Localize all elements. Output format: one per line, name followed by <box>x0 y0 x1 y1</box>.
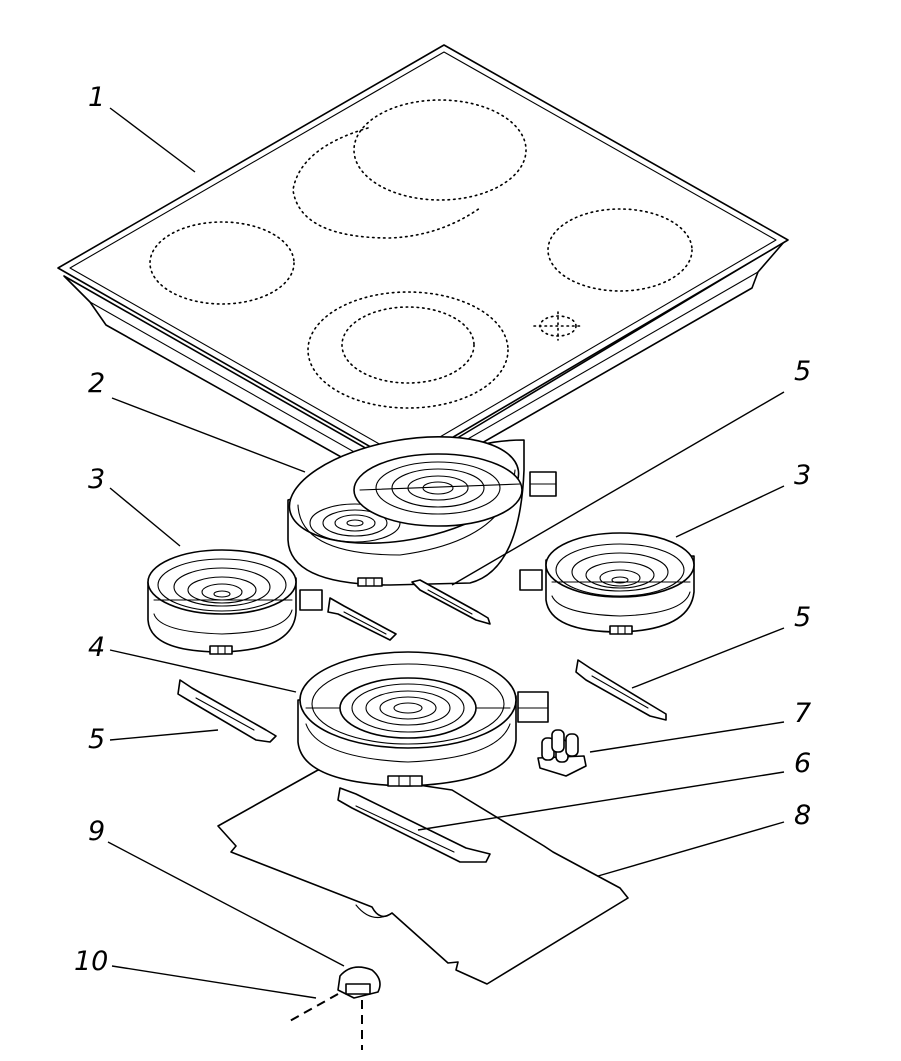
callout-7: 7 <box>794 698 811 729</box>
mounting-bracket-part-5-middle <box>327 597 397 641</box>
connector-tab <box>209 645 233 655</box>
oval-element-coil-right <box>359 461 521 515</box>
mounting-bracket-part-5-right <box>575 659 667 721</box>
terminal-block <box>299 589 323 611</box>
cooking-zone-front-outer <box>307 291 509 409</box>
callout-2: 2 <box>88 368 105 399</box>
callout-1: 1 <box>88 82 105 113</box>
heating-element-large-part-4 <box>297 651 549 787</box>
terminal-connector-part-7 <box>537 729 587 777</box>
terminal-block <box>519 569 543 591</box>
terminal-block <box>517 691 549 723</box>
callout-5-right: 5 <box>794 602 811 633</box>
callout-5-top: 5 <box>794 356 811 387</box>
callout-8: 8 <box>794 800 811 831</box>
mounting-bracket-part-6 <box>337 787 491 863</box>
cooking-zone-rear-oval <box>292 127 481 239</box>
callout-3-left: 3 <box>88 464 105 495</box>
cooking-zone-right <box>547 208 693 292</box>
control-symbol <box>533 311 583 341</box>
callout-10: 10 <box>74 946 108 977</box>
mounting-bracket-part-5-left <box>177 679 277 743</box>
sensor-part-10 <box>287 966 381 1050</box>
connector-tab <box>609 625 633 635</box>
hob-glass-top-part-1 <box>57 44 789 491</box>
callout-labels: 1 2 3 3 4 5 5 5 6 7 8 9 10 <box>74 82 811 977</box>
mounting-bracket-part-5-upper <box>411 579 491 625</box>
callout-5-left: 5 <box>88 724 105 755</box>
heating-element-right-part-3 <box>519 532 695 635</box>
connector-tab <box>357 577 383 587</box>
cooking-zone-front-inner <box>341 306 475 384</box>
heating-element-oval-part-2 <box>287 435 557 587</box>
heating-element-left-part-3 <box>147 549 323 655</box>
callout-4: 4 <box>88 632 105 663</box>
connector-tab <box>387 775 423 787</box>
base-sheet-part-8 <box>217 769 629 985</box>
callout-3-right: 3 <box>794 460 811 491</box>
cooking-zone-left <box>149 221 295 305</box>
cooking-zone-rear-inner <box>353 99 527 201</box>
callout-9: 9 <box>88 816 105 847</box>
leader-lines <box>107 107 785 999</box>
callout-6: 6 <box>794 748 811 779</box>
